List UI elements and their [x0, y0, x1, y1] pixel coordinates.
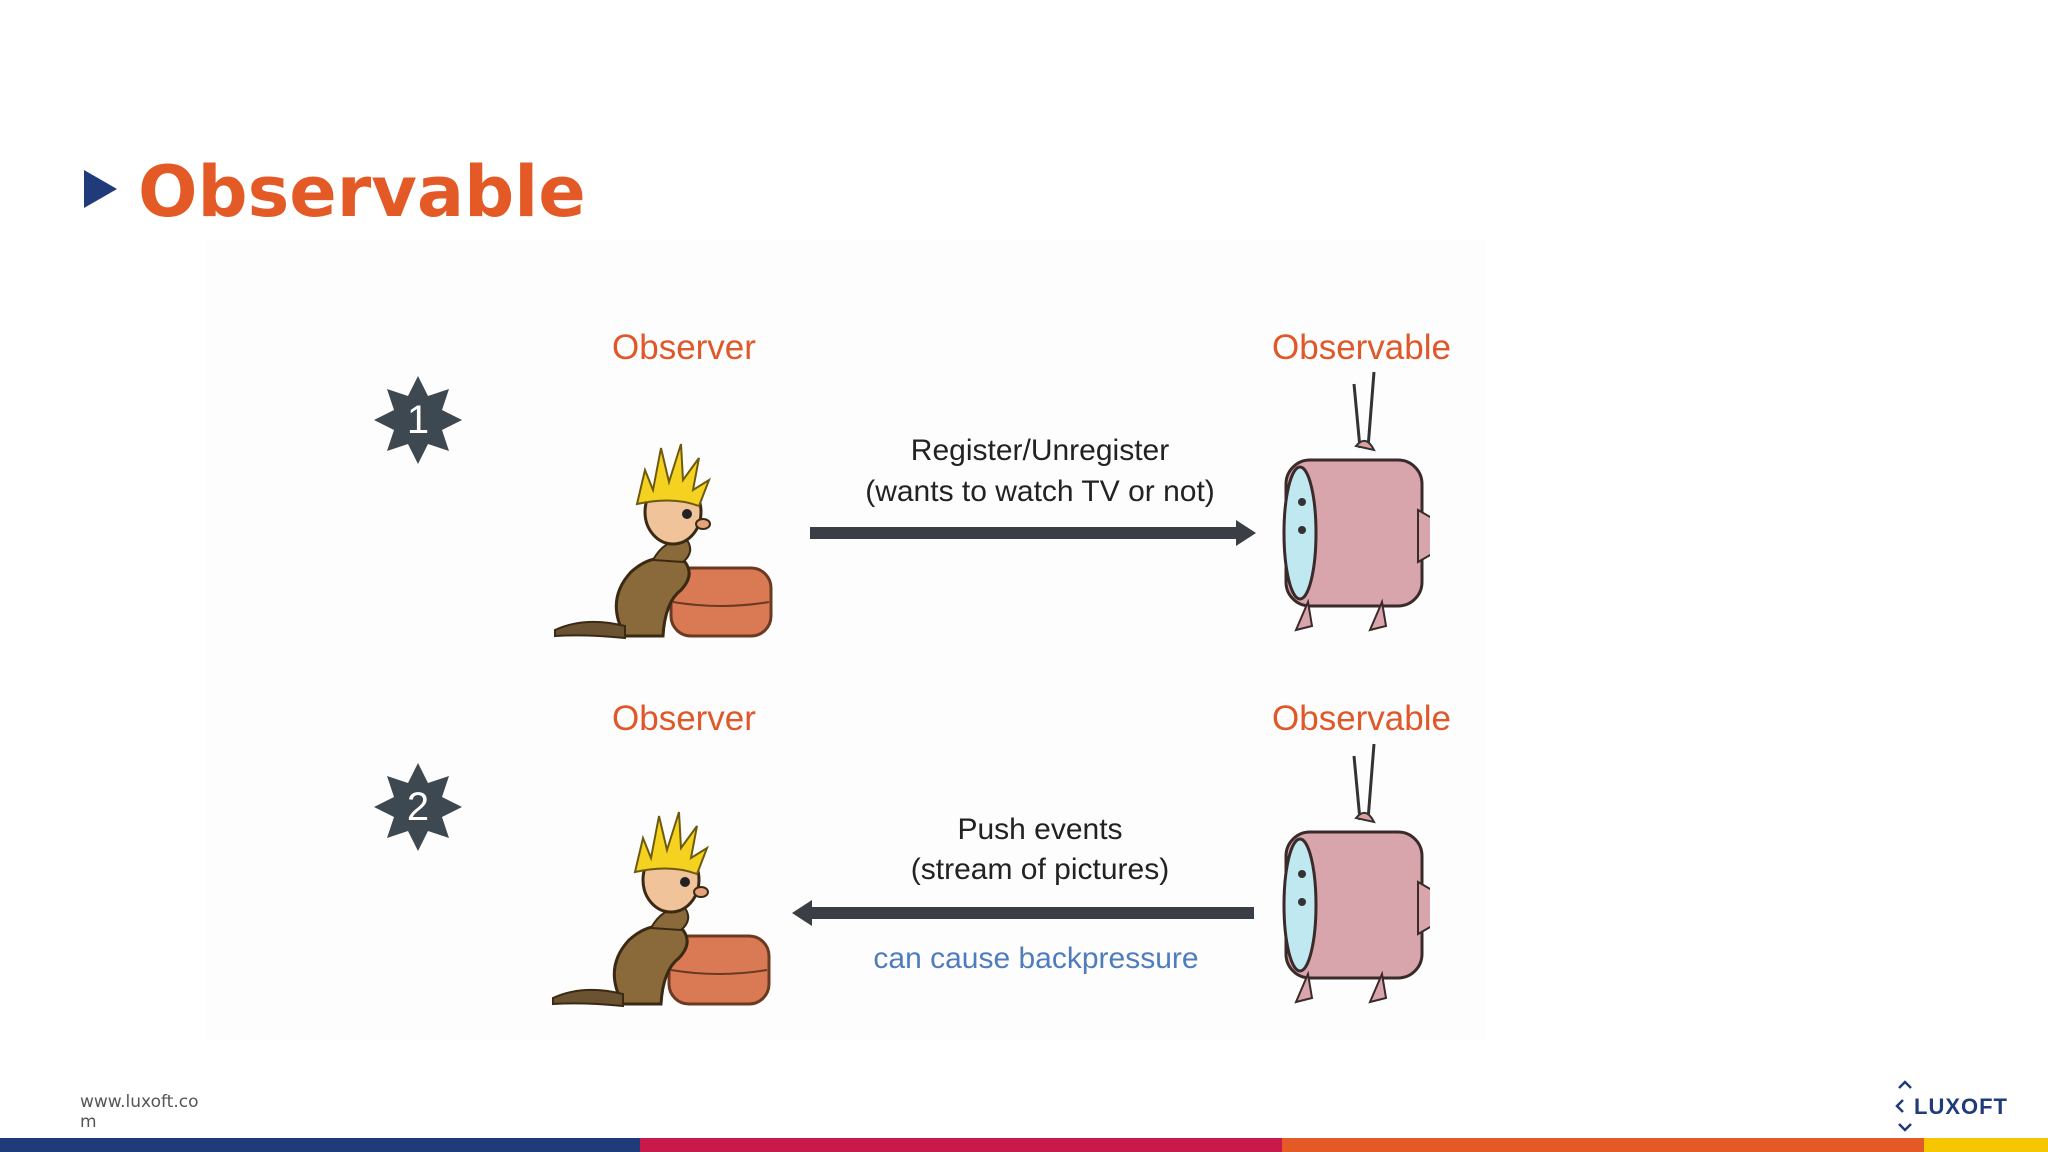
footer-stripe-red	[640, 1138, 1282, 1152]
person-watching-icon	[552, 811, 771, 1008]
person-watching-icon	[554, 443, 773, 640]
message-1-line2: (wants to watch TV or not)	[865, 475, 1215, 508]
arrow-left-icon	[792, 900, 1254, 926]
observer-person-1	[545, 440, 780, 645]
luxoft-logo[interactable]: LUXOFT	[1914, 1094, 2008, 1119]
register-arrow	[810, 518, 1260, 548]
tv-icon	[1282, 371, 1433, 632]
star-badge-icon	[374, 763, 462, 851]
slide-title: Observable	[138, 151, 586, 233]
observer-label-2: Observer	[612, 699, 756, 738]
observable-label-1: Observable	[1272, 328, 1451, 367]
step-badge-1: 1	[374, 376, 462, 464]
footer-stripe-blue	[0, 1138, 640, 1152]
title-bullet-icon	[84, 170, 117, 208]
footer-stripe-yellow	[1924, 1138, 2048, 1152]
footer-stripe-orange	[1282, 1138, 1924, 1152]
arrow-right-icon	[810, 520, 1256, 546]
chevron-logo-icon	[1895, 1080, 1912, 1132]
backpressure-note: can cause backpressure	[873, 942, 1199, 975]
message-2-line2: (stream of pictures)	[910, 853, 1170, 886]
observer-label-1: Observer	[612, 328, 756, 367]
footer-url[interactable]: www.luxoft.com	[80, 1092, 199, 1132]
star-badge-icon	[374, 376, 462, 464]
observable-label-2: Observable	[1272, 699, 1451, 738]
push-events-arrow	[790, 898, 1260, 928]
observer-person-2	[543, 808, 778, 1013]
observable-tv-1	[1270, 368, 1433, 636]
message-2-line1: Push events	[957, 813, 1123, 846]
luxoft-logo-mark	[1895, 1078, 1913, 1138]
diagram-panel	[205, 240, 1485, 1040]
observable-tv-2	[1270, 740, 1433, 1008]
step-number-2: 2	[406, 785, 430, 829]
step-badge-2: 2	[374, 763, 462, 851]
tv-icon	[1282, 743, 1433, 1004]
step-number-1: 1	[406, 398, 430, 442]
message-1-line1: Register/Unregister	[910, 434, 1170, 467]
